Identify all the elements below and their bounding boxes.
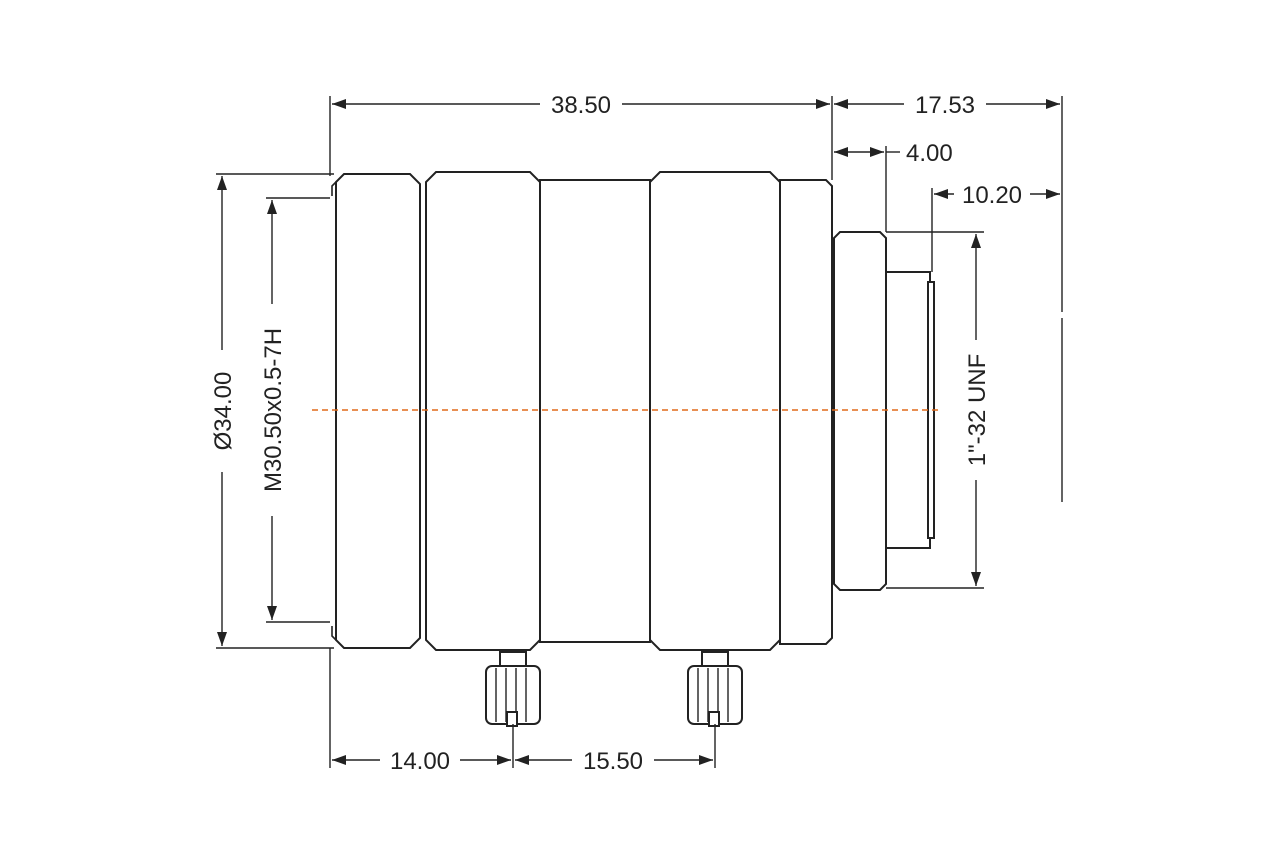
dim-label-screw-1-position: 14.00 [390, 748, 450, 775]
mount-thread [833, 231, 887, 591]
front-lip [331, 181, 337, 196]
lens-body [331, 171, 935, 651]
thumb-screw-2 [687, 651, 743, 727]
dim-back-protrusion: 10.20 [934, 182, 1060, 209]
dim-label-mount-thread: 1"-32 UNF [964, 354, 991, 467]
front-lip-lower [331, 626, 337, 641]
dim-mount-thread-length: 4.00 [834, 140, 953, 167]
dim-mount-thread: 1"-32 UNF [964, 234, 991, 586]
dim-outer-diameter: Ø34.00 [210, 176, 237, 646]
dim-screw-spacing: 15.50 [515, 748, 713, 775]
dim-label-back-protrusion: 10.20 [962, 182, 1022, 209]
dim-overall-length: 38.50 [332, 92, 830, 119]
dim-filter-thread: M30.50x0.5-7H [260, 200, 287, 620]
focus-ring [425, 171, 541, 651]
dim-flange-distance: 17.53 [834, 92, 1060, 119]
dim-label-overall-length: 38.50 [551, 92, 611, 119]
iris-ring [649, 171, 781, 651]
dim-label-mount-thread-length: 4.00 [906, 140, 953, 167]
dim-label-screw-spacing: 15.50 [583, 748, 643, 775]
thumb-screw-1 [485, 651, 541, 727]
rear-body [779, 179, 833, 645]
dim-screw-1-position: 14.00 [332, 748, 511, 775]
dim-label-filter-thread: M30.50x0.5-7H [260, 328, 287, 492]
extension-lines [216, 96, 1063, 768]
front-ring [335, 173, 421, 649]
middle-barrel [539, 179, 651, 643]
dim-label-flange-distance: 17.53 [915, 92, 975, 119]
dim-label-outer-diameter: Ø34.00 [210, 372, 237, 451]
